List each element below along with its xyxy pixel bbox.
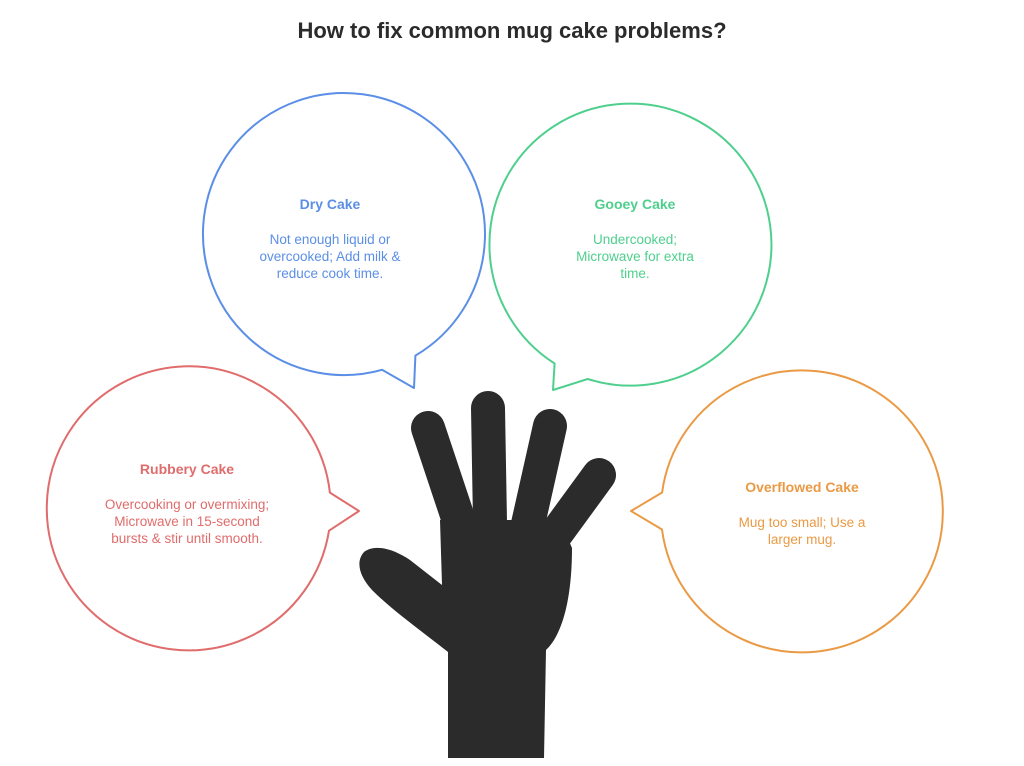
bubble-overflowed-outline [630,369,944,654]
bubble-rubbery: Rubbery Cake Overcooking or overmixing; … [102,461,272,547]
hand-palm [359,520,572,758]
bubble-overflowed: Overflowed Cake Mug too small; Use a lar… [722,479,882,548]
bubble-gooey: Gooey Cake Undercooked; Microwave for ex… [560,196,710,282]
bubble-rubbery-body: Overcooking or overmixing; Microwave in … [104,497,270,546]
bubble-overflowed-title: Overflowed Cake [745,479,859,495]
bubble-dry-title: Dry Cake [299,196,361,212]
page-title: How to fix common mug cake problems? [297,18,727,43]
hand-icon [359,391,616,758]
hand-pinky [411,411,479,547]
bubble-dry-body: Not enough liquid or overcooked; Add mil… [259,232,401,281]
hand-middle-finger [511,409,567,541]
hand-ring-finger [471,391,507,539]
bubble-dry: Dry Cake Not enough liquid or overcooked… [240,196,420,282]
bubble-rubbery-title: Rubbery Cake [139,461,235,477]
bubble-gooey-title: Gooey Cake [594,196,676,212]
bubble-gooey-outline [488,102,773,391]
bubble-dry-outline [202,92,486,389]
bubble-rubbery-outline [45,365,360,652]
bubble-gooey-body: Undercooked; Microwave for extra time. [576,232,694,281]
bubble-overflowed-body: Mug too small; Use a larger mug. [738,515,866,547]
hand-index-finger [536,458,616,555]
